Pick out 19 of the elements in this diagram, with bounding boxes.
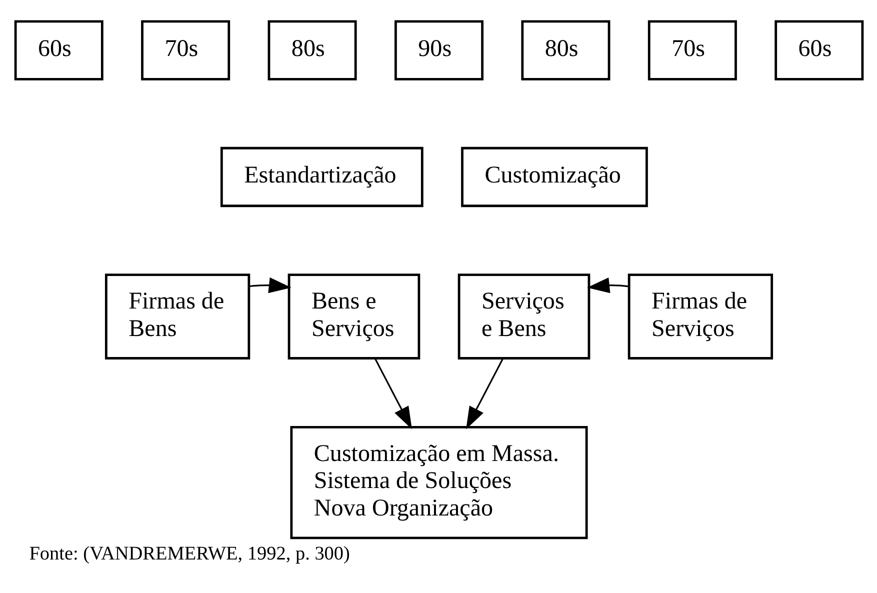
node-box: Serviços e Bens [457, 274, 590, 360]
node-box: Bens e Serviços [287, 274, 420, 360]
arrow [466, 358, 504, 430]
node-box: 80s [267, 20, 356, 80]
node-box: Firmas de Serviços [627, 274, 773, 360]
node-box: Customização em Massa. Sistema de Soluções Nova Organização [290, 426, 588, 540]
node-box: Estandartização [220, 146, 423, 208]
node-box: 90s [394, 20, 484, 80]
node-box: Firmas de Bens [104, 274, 250, 360]
node-box: 70s [140, 20, 230, 80]
arrow [586, 277, 629, 294]
node-box: 80s [520, 20, 610, 80]
caption: Fonte: (VANDREMERWE, 1992, p. 300) [28, 544, 350, 565]
arrow [374, 358, 412, 430]
node-box: 60s [774, 20, 864, 80]
node-box: Customização [460, 146, 648, 208]
arrow [248, 277, 291, 294]
node-box: 60s [14, 20, 103, 80]
node-box: 70s [647, 20, 736, 80]
